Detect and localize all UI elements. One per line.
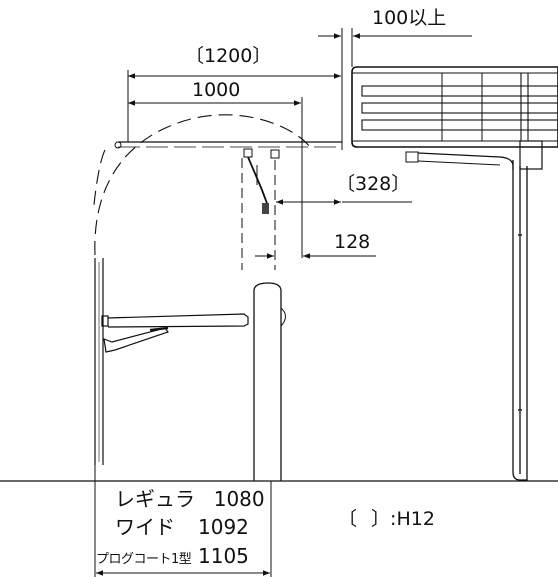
dim-width-h12 — [127, 70, 341, 142]
size-row-progcourt: プログコート1型 1105 — [96, 546, 249, 566]
swing-arc — [93, 114, 313, 256]
offset-label: 128 — [334, 231, 371, 253]
carport-post — [512, 160, 528, 481]
size-name: プログコート1型 — [96, 552, 192, 567]
dim-clearance — [318, 28, 472, 150]
carport-roof — [351, 66, 558, 170]
door-panel — [94, 258, 104, 465]
size-row-regular: レギュラ 1080 — [115, 489, 265, 509]
size-value: 1105 — [198, 544, 249, 568]
clearance-label: 100以上 — [372, 7, 447, 29]
dim-width — [128, 97, 303, 258]
size-row-wide: ワイド 1092 — [115, 517, 249, 537]
offset-h12-label: 〔328〕 — [336, 173, 411, 195]
folded-arm — [101, 313, 249, 353]
size-value: 1092 — [198, 515, 249, 539]
hinge-mechanism — [241, 148, 280, 270]
dim-bottom-width — [94, 465, 272, 577]
width-h12-label: 〔1200〕 — [185, 45, 272, 67]
gate-post — [253, 282, 286, 481]
size-value: 1080 — [213, 487, 265, 511]
size-name: レギュラ — [115, 487, 195, 511]
width-label: 1000 — [192, 79, 241, 101]
legend-note: 〔 〕:H12 — [338, 508, 435, 530]
size-name: ワイド — [115, 515, 175, 539]
